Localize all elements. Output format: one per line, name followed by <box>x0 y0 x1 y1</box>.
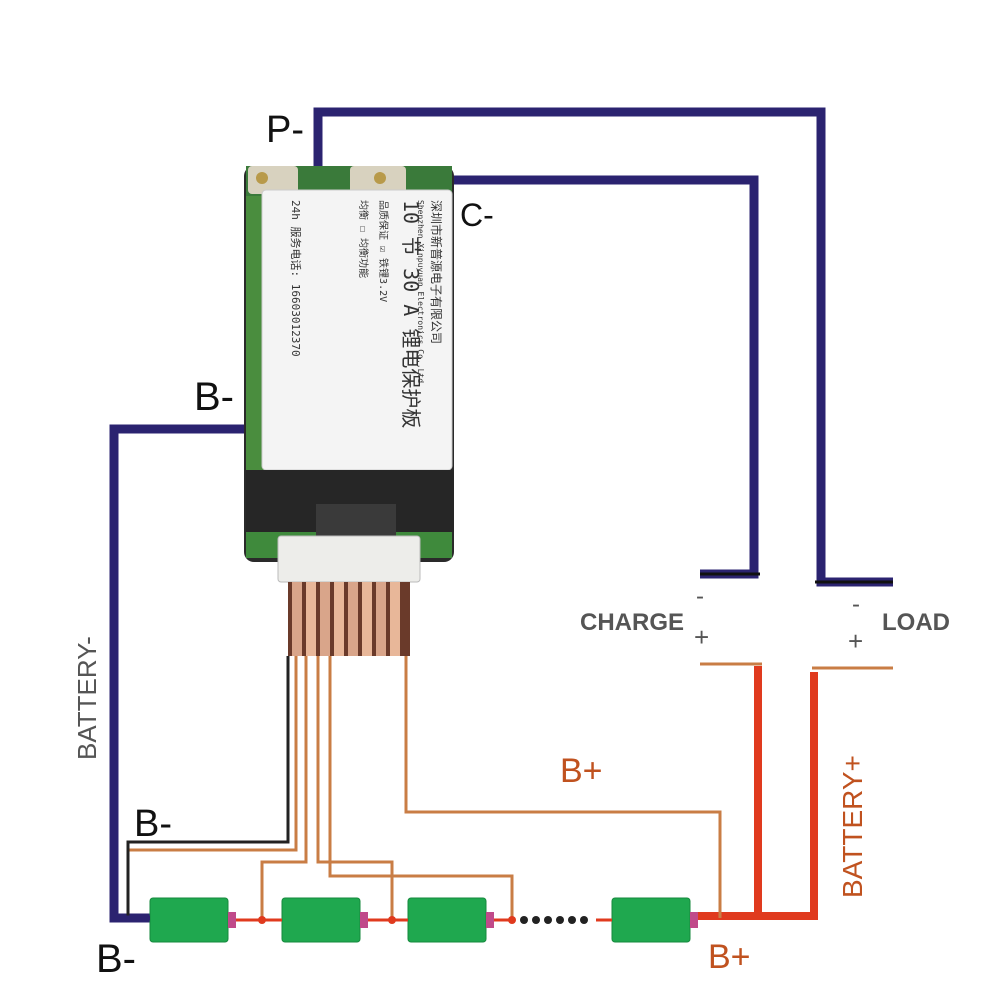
label-b-plus-bottom: B+ <box>708 938 751 976</box>
label-charge-plus-sign: + <box>694 622 709 652</box>
pad-top-left-hole <box>256 172 268 184</box>
battery-cell-3 <box>407 897 487 943</box>
cell-3-terminal <box>486 912 494 928</box>
label-p-minus: P- <box>266 109 304 151</box>
label-b-minus-top: B- <box>194 375 234 419</box>
board-sticker-text: 10 节 30 A 锂电保护板 深圳市新普源电子有限公司 Shenzhen Xi… <box>289 200 444 428</box>
ribbon-strand-5 <box>348 582 358 656</box>
board-text-line2: 深圳市新普源电子有限公司 <box>429 200 444 344</box>
ribbon-strand-6 <box>362 582 372 656</box>
battery-cell-n <box>611 897 691 943</box>
balance-wires <box>126 656 722 918</box>
ellipsis-dot <box>556 916 564 924</box>
ribbon-strand-2 <box>306 582 316 656</box>
load-plus-wire <box>740 672 818 920</box>
balance-wire-2 <box>260 656 308 918</box>
label-b-minus-mid: B- <box>134 803 172 845</box>
charge-plus-wire <box>690 666 762 920</box>
ribbon-strand-7 <box>376 582 386 656</box>
ellipsis-dot <box>580 916 588 924</box>
ribbon-strand-1 <box>292 582 302 656</box>
label-charge: CHARGE <box>580 609 684 636</box>
bms-board: 10 节 30 A 锂电保护板 深圳市新普源电子有限公司 Shenzhen Xi… <box>244 166 454 656</box>
negative-wires <box>109 107 893 923</box>
balance-wire-1 <box>126 656 298 918</box>
label-charge-minus-sign: - <box>696 583 704 610</box>
label-battery-minus: BATTERY- <box>72 636 102 760</box>
balance-connector <box>277 535 421 583</box>
label-load-plus-sign: + <box>848 626 863 656</box>
ribbon-cable <box>288 582 410 656</box>
label-battery-plus: BATTERY+ <box>837 755 868 898</box>
ellipsis-dots <box>520 916 588 924</box>
board-text-line3: Shenzhen Xinpuyuan Electronics Co.,Ltd. <box>416 200 425 388</box>
battery-cell-1 <box>149 897 229 943</box>
board-text-line6: 24h 服务电话: 16603012370 <box>289 200 302 357</box>
ribbon-strand-8 <box>390 582 400 656</box>
board-text-line1: 10 节 30 A 锂电保护板 <box>399 200 423 428</box>
junction-dot-1 <box>258 916 266 924</box>
battery-cells <box>114 897 698 943</box>
label-load: LOAD <box>882 609 950 636</box>
b-minus-balance-wire <box>126 656 290 918</box>
label-b-plus-mid: B+ <box>560 752 603 790</box>
junction-dot-2 <box>388 916 396 924</box>
board-text-line4: 品质保证 ☑ 铁锂3.2V <box>377 200 390 302</box>
ribbon-strand-3 <box>320 582 330 656</box>
ellipsis-dot <box>532 916 540 924</box>
positive-wires <box>690 666 818 920</box>
ellipsis-dot <box>544 916 552 924</box>
balance-wire-4 <box>328 656 514 918</box>
board-pcb-edge-left <box>246 196 264 486</box>
balance-wire-3 <box>316 656 394 918</box>
junction-dot-3 <box>508 916 516 924</box>
c-minus-wire <box>430 175 759 579</box>
ribbon-strand-4 <box>334 582 344 656</box>
cell-1-terminal <box>228 912 236 928</box>
ellipsis-dot <box>520 916 528 924</box>
battery-cell-2 <box>281 897 361 943</box>
label-c-minus: C- <box>460 197 494 233</box>
cell-n-terminal <box>690 912 698 928</box>
label-load-minus-sign: - <box>852 591 860 618</box>
balance-wire-5 <box>404 656 722 918</box>
ellipsis-dot <box>568 916 576 924</box>
board-text-line5: 均衡 ☐ 均衡功能 <box>357 200 370 278</box>
label-b-minus-bottom: B- <box>96 937 136 981</box>
cell-2-terminal <box>360 912 368 928</box>
pad-top-right-hole <box>374 172 386 184</box>
